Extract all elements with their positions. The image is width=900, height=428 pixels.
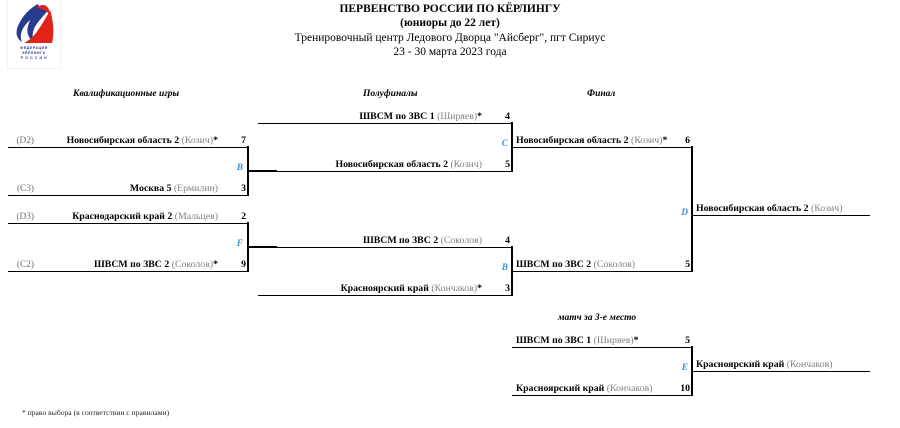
seed-label: (C2) (16, 260, 34, 270)
team-score: 4 (505, 235, 510, 246)
team-name: Красноярский край (Кончаков)* (340, 283, 482, 294)
team-score: 5 (505, 159, 510, 170)
final-winner[interactable]: Новосибирская область 2 (Козич) (692, 202, 870, 216)
bracket-connector (511, 246, 513, 296)
team-score: 6 (685, 135, 690, 146)
team-score: 7 (241, 135, 246, 146)
game-letter: B (501, 263, 508, 273)
seed-label: (C3) (16, 184, 34, 194)
match-slot[interactable]: Красноярский край (Кончаков)* 3 (258, 282, 512, 296)
bracket-connector (691, 146, 693, 272)
team-score: 5 (685, 259, 690, 270)
third-place-winner[interactable]: Красноярский край (Кончаков) (692, 358, 870, 372)
logo-text-line1: ФЕДЕРАЦИЯ (20, 46, 48, 50)
team-name: Москва 5 (Ермилин) (129, 183, 218, 194)
curling-federation-emblem-icon (16, 4, 54, 43)
seed-label: (D2) (16, 136, 34, 146)
game-letter: D (681, 208, 688, 218)
match-slot[interactable]: Новосибирская область 2 (Козич)* 6 (512, 134, 692, 148)
team-name: Новосибирская область 2 (Козич) (335, 159, 482, 170)
caption-final: Финал (587, 89, 616, 99)
match-slot[interactable]: (D2) Новосибирская область 2 (Козич)* 7 (8, 134, 248, 148)
match-slot[interactable]: ШВСМ по ЗВС 1 (Ширяев)* 5 (512, 334, 692, 348)
team-score: 9 (241, 259, 246, 270)
caption-qualification: Квалификационные игры (73, 89, 180, 99)
game-letter: C (501, 139, 508, 149)
team-name: ШВСМ по ЗВС 2 (Соколов)* (94, 259, 218, 270)
seed-label: (D3) (16, 212, 34, 222)
event-venue: Тренировочный центр Ледового Дворца "Айс… (294, 32, 606, 44)
team-score: 3 (505, 283, 510, 294)
footnote: * право выбора (в соответствии с правила… (22, 408, 170, 417)
match-slot[interactable]: (C2) ШВСМ по ЗВС 2 (Соколов)* 9 (8, 258, 248, 272)
logo-text: ФЕДЕРАЦИЯ КЁРЛИНГА Р О С С И И (8, 46, 60, 62)
team-score: 2 (241, 211, 246, 222)
team-score: 10 (680, 383, 690, 394)
game-letter: B (236, 163, 243, 173)
match-slot[interactable]: ШВСМ по ЗВС 2 (Соколов) 5 (512, 258, 692, 272)
caption-semifinals: Полуфиналы (363, 89, 418, 99)
match-slot[interactable]: ШВСМ по ЗВС 2 (Соколов) 4 (258, 234, 512, 248)
logo-text-line2: КЁРЛИНГА (22, 51, 46, 56)
logo-text-line3: Р О С С И И (20, 56, 48, 61)
team-name: ШВСМ по ЗВС 1 (Ширяев)* (516, 335, 639, 346)
team-name: Новосибирская область 2 (Козич)* (516, 135, 668, 146)
team-name: Краснодарский край 2 (Мальцев) (72, 211, 218, 222)
team-name: ШВСМ по ЗВС 2 (Соколов) (362, 235, 482, 246)
match-slot[interactable]: Новосибирская область 2 (Козич) 5 (258, 158, 512, 172)
federation-logo: ФЕДЕРАЦИЯ КЁРЛИНГА Р О С С И И (8, 0, 60, 68)
team-score: 3 (241, 183, 246, 194)
team-name: ШВСМ по ЗВС 2 (Соколов) (516, 259, 636, 270)
team-name: ШВСМ по ЗВС 1 (Ширяев)* (359, 111, 482, 122)
bracket-connector (511, 122, 513, 172)
bracket-connector (691, 346, 693, 396)
team-score: 5 (685, 335, 690, 346)
team-name: Новосибирская область 2 (Козич) (696, 203, 843, 214)
game-letter: E (681, 363, 688, 373)
event-category: (юниоры до 22 лет) (400, 17, 500, 29)
event-dates: 23 - 30 марта 2023 года (393, 46, 507, 58)
bracket-feed-line (247, 246, 277, 248)
match-slot[interactable]: Красноярский край (Кончаков) 10 (512, 382, 692, 396)
match-slot[interactable]: (D3) Краснодарский край 2 (Мальцев) 2 (8, 210, 248, 224)
team-name: Новосибирская область 2 (Козич)* (66, 135, 218, 146)
game-letter: F (236, 239, 243, 249)
team-name: Красноярский край (Кончаков) (516, 383, 653, 394)
bracket-feed-line (247, 170, 277, 172)
caption-third-place: матч за 3-е место (558, 313, 637, 323)
team-score: 4 (505, 111, 510, 122)
match-slot[interactable]: (C3) Москва 5 (Ермилин) 3 (8, 182, 248, 196)
team-name: Красноярский край (Кончаков) (696, 359, 833, 370)
match-slot[interactable]: ШВСМ по ЗВС 1 (Ширяев)* 4 (258, 110, 512, 124)
event-title: ПЕРВЕНСТВО РОССИИ ПО КЁРЛИНГУ (339, 3, 561, 15)
